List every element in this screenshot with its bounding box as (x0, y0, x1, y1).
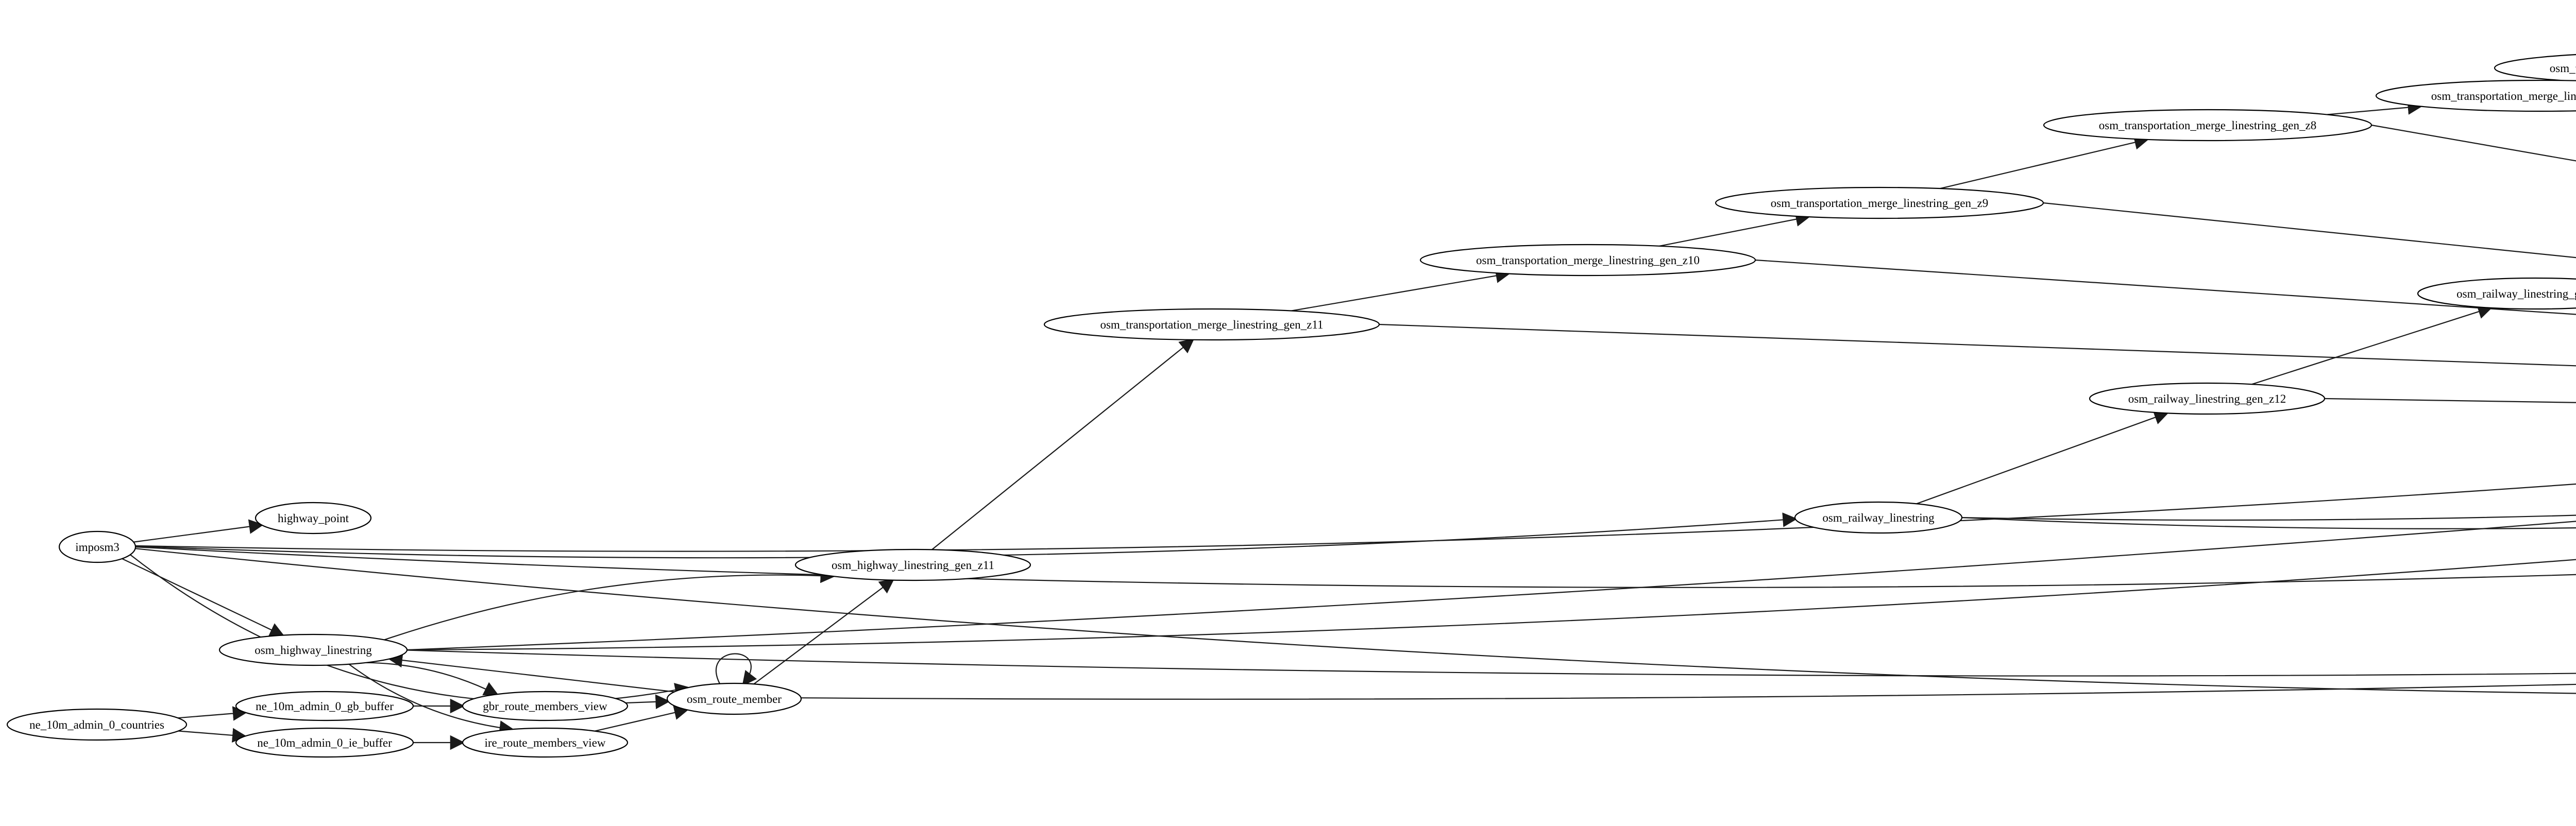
node-label-merge_z11: osm_transportation_merge_linestring_gen_… (1100, 318, 1323, 331)
edge-merge_z9-merge_z8 (1940, 135, 2149, 190)
node-route_member (666, 682, 802, 715)
node-label-highway_point: highway_point (278, 512, 349, 525)
edge-imposm3-route_member (130, 554, 690, 703)
node-label-highway_gen_z11: osm_highway_linestring_gen_z11 (832, 559, 994, 572)
edge-ire_view-route_member (595, 705, 689, 732)
node-imposm3 (58, 530, 137, 563)
node-merge_z8 (2043, 109, 2372, 142)
edge-railway_ls-z13 (1961, 514, 2576, 521)
edge-countries-gb_buffer (178, 706, 248, 721)
node-merge_z9 (1715, 186, 2044, 219)
node-label-ire_view: ire_route_members_view (484, 736, 605, 749)
node-merge_z6 (2494, 54, 2576, 82)
node-railway_ls (1794, 501, 1963, 534)
edge-merge_z8-z8 (2371, 124, 2576, 162)
edge-highway_ls-z12 (406, 521, 2576, 651)
node-gb_buffer (235, 691, 414, 721)
node-label-highway_ls: osm_highway_linestring (255, 644, 372, 657)
edge-merge_z10-merge_z9 (1659, 212, 1811, 247)
edge-imposm3-highway_point (133, 519, 264, 543)
edge-railway_z12-z12 (2324, 398, 2576, 403)
node-label-ie_buffer: ne_10m_admin_0_ie_buffer (257, 736, 392, 749)
edge-merge_z8-merge_z7 (2327, 100, 2423, 115)
edge-merge_z10-z10 (1755, 259, 2576, 315)
node-label-railway_z11: osm_railway_linestring_gen_z11 (2456, 287, 2576, 300)
edge-merge_z11-z11 (1379, 323, 2576, 367)
node-label-merge_z8: osm_transportation_merge_linestring_gen_… (2099, 119, 2316, 132)
edge-highway_ls-z14plus (406, 559, 2576, 651)
node-merge_z11 (1043, 308, 1380, 341)
edge-railway_z12-railway_z11 (2251, 304, 2493, 385)
node-highway_point (255, 502, 372, 535)
node-ire_view (462, 727, 629, 758)
edge-route_member-highway_ls (387, 652, 675, 693)
edge-merge_z9-z9 (2043, 202, 2576, 259)
edge-merge_z11-merge_z10 (1291, 268, 1511, 312)
node-countries (6, 708, 188, 741)
node-railway_z12 (2089, 382, 2326, 415)
edge-highway_ls-name_network (406, 649, 2576, 677)
node-label-merge_z7: osm_transportation_merge_linestring_gen_… (2431, 90, 2576, 102)
node-label-merge_z9: osm_transportation_merge_linestring_gen_… (1771, 197, 1988, 210)
node-merge_z10 (1419, 244, 1756, 277)
edge-imposm3-aerialway_ls (135, 546, 2576, 588)
edge-route_member-name_network (801, 683, 2576, 700)
edge-highway_gen_z11-merge_z11 (931, 338, 1195, 550)
node-label-countries: ne_10m_admin_0_countries (29, 718, 164, 731)
node-label-railway_ls: osm_railway_linestring (1822, 511, 1935, 524)
node-gbr_view (462, 691, 629, 721)
edge-gbr_view-route_member (625, 694, 670, 710)
edge-highway_ls-ire_view (348, 663, 515, 735)
edge-railway_ls-railway_z12 (1916, 410, 2170, 505)
node-label-railway_z12: osm_railway_linestring_gen_z12 (2128, 392, 2286, 405)
node-label-gbr_view: gbr_route_members_view (483, 700, 607, 713)
edge-countries-ie_buffer (178, 728, 247, 743)
node-highway_ls (218, 633, 408, 666)
edge-imposm3-shipway_ls (135, 483, 2576, 552)
edge-imposm3-highway_ls (122, 558, 285, 637)
edge-railway_ls-z14plus (1961, 517, 2576, 529)
node-ie_buffer (235, 727, 414, 758)
node-label-merge_z6: osm_transportation_merge_linestring_gen_… (2550, 62, 2576, 75)
edge-highway_ls-gbr_view (366, 662, 499, 696)
node-label-merge_z10: osm_transportation_merge_linestring_gen_… (1476, 254, 1700, 267)
edge-highway_ls-highway_gen_z11 (384, 568, 836, 641)
node-merge_z7 (2375, 79, 2576, 112)
node-label-imposm3: imposm3 (75, 541, 120, 554)
edge-route_member-self (715, 653, 757, 687)
nodes-layer: osm_transportation_merge_linestring_gen_… (6, 54, 2576, 758)
node-highway_gen_z11 (794, 548, 1031, 581)
edge-imposm3-highway_polygon (135, 548, 2576, 694)
edges-layer (122, 100, 2576, 750)
node-railway_z11 (2417, 277, 2576, 310)
node-label-route_member: osm_route_member (687, 693, 782, 705)
node-label-gb_buffer: ne_10m_admin_0_gb_buffer (256, 700, 394, 713)
